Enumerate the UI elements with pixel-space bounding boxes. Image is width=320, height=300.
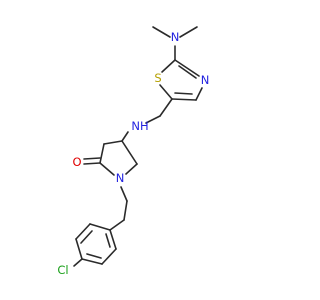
atom-cl: Cl — [57, 263, 68, 277]
bond-ar1-ar2 — [89, 223, 111, 231]
bond-c4-c5-double — [174, 92, 193, 95]
molecule-structure: N S N NH O N Cl — [57, 26, 209, 277]
bond-c2-n3 — [174, 59, 200, 77]
atom-o-carbonyl: O — [72, 155, 81, 169]
bond-ar4-cl — [73, 258, 83, 267]
bond-ch2b-ring — [109, 219, 125, 231]
atom-nh-amine: NH — [131, 119, 148, 133]
bond-ar6-ar1-double — [105, 233, 111, 248]
bond-nh-c4 — [121, 131, 129, 142]
bond-ar4-ar5-double — [86, 253, 102, 259]
bond-c4-c5 — [171, 98, 197, 101]
bond-c5ring-n1 — [125, 163, 138, 175]
bond-ar5-ar6 — [101, 248, 117, 265]
bond-ar6-ar1 — [109, 229, 117, 250]
bond-c2-c3 — [99, 143, 105, 164]
bond-c2-o-double — [83, 157, 101, 160]
atom-s-thiazole: S — [154, 71, 161, 85]
bond-n1-c2 — [99, 162, 115, 176]
bond-c5-s1 — [159, 84, 173, 100]
bond-ch2-nh — [145, 115, 161, 124]
bond-c4-c5ring — [121, 140, 138, 165]
bond-c3-c4 — [103, 140, 123, 145]
bond-ar4-ar5 — [81, 258, 103, 265]
atom-labels: N S N NH O N Cl — [57, 30, 209, 277]
atom-n-lactam: N — [116, 171, 125, 185]
bond-nme-methyl-left — [152, 26, 171, 38]
bond-s1-c2 — [161, 59, 176, 73]
bonds — [73, 26, 203, 267]
atom-n-dimethyl: N — [171, 30, 180, 44]
atom-n-thiazole: N — [201, 73, 210, 87]
bond-c2-o — [83, 162, 101, 165]
bond-ch2a-ch2b — [123, 200, 128, 221]
bond-ar2-ar3-double — [80, 230, 93, 244]
bond-c5-ch2 — [159, 98, 173, 117]
bond-ar3-ar4 — [75, 238, 83, 260]
bond-n3-c4 — [195, 87, 203, 101]
bond-ar2-ar3 — [75, 223, 91, 240]
bond-nme-methyl-right — [179, 26, 198, 38]
bond-c2-n3-double — [178, 65, 197, 79]
bond-n1-ch2a — [120, 186, 128, 202]
